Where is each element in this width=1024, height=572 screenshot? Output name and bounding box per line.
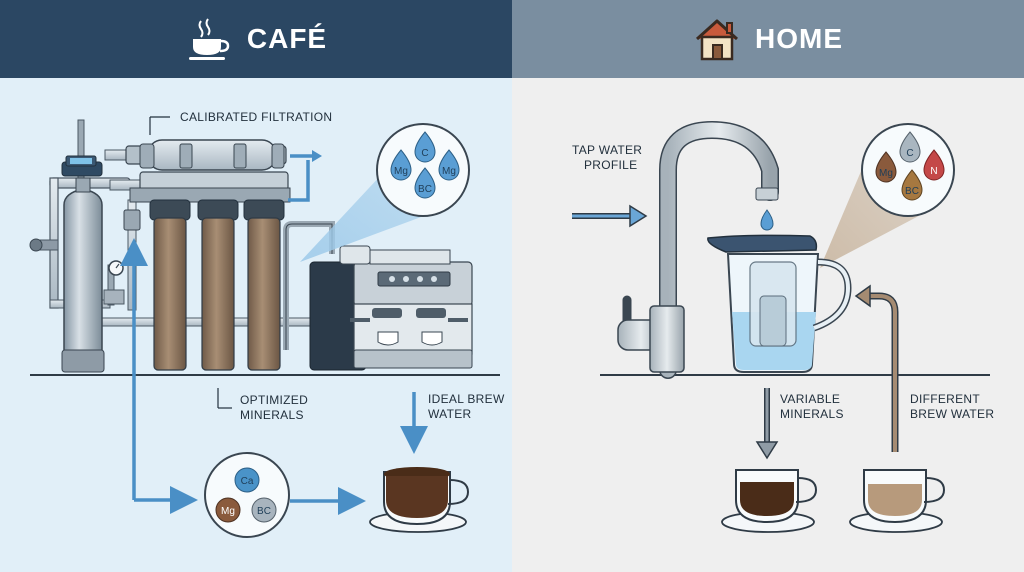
home-bubble-ion: N xyxy=(930,166,937,177)
label-ideal-brew-1: IDEAL BREW xyxy=(428,392,505,406)
label-tap-water-2: PROFILE xyxy=(584,158,637,172)
cafe-mineral-ion: Mg xyxy=(221,506,235,517)
label-variable-minerals-2: MINERALS xyxy=(780,407,844,421)
home-title: HOME xyxy=(755,23,843,54)
espresso-machine xyxy=(309,245,473,371)
label-calibrated-filtration: CALIBRATED FILTRATION xyxy=(180,110,332,124)
home-faucet xyxy=(617,120,779,379)
home-flow-arrows xyxy=(572,204,899,460)
coffee-cup-icon xyxy=(188,18,230,60)
label-optimized-minerals-1: OPTIMIZED xyxy=(240,393,308,407)
home-coffee-cup-light xyxy=(849,469,946,533)
home-bubble-ion: C xyxy=(906,148,913,159)
cafe-machine-pipe xyxy=(285,223,333,350)
label-different-brew-1: DIFFERENT xyxy=(910,392,980,406)
home-header: HOME xyxy=(512,0,1024,78)
cafe-bubble-ion: Mg xyxy=(394,166,408,177)
cafe-bubble-ion: Mg xyxy=(442,166,456,177)
cafe-flow-arrows xyxy=(120,154,428,515)
home-coffee-cup-dark xyxy=(721,469,818,533)
house-icon xyxy=(695,19,739,61)
label-variable-minerals-1: VARIABLE xyxy=(780,392,840,406)
label-ideal-brew-2: WATER xyxy=(428,407,472,421)
cafe-pressure-tank xyxy=(61,155,105,373)
cafe-membrane-housing xyxy=(125,139,291,203)
filter-pitcher xyxy=(707,234,852,373)
cafe-header: CAFÉ xyxy=(0,0,512,78)
cafe-mineral-bubble: C Mg Mg BC xyxy=(376,123,470,217)
cafe-bubble-ion: C xyxy=(421,148,428,159)
cafe-title: CAFÉ xyxy=(246,23,328,54)
label-different-brew-2: BREW WATER xyxy=(910,407,994,421)
home-beam xyxy=(820,150,930,268)
label-optimized-minerals-2: MINERALS xyxy=(240,408,304,422)
label-tap-water-1: TAP WATER xyxy=(572,143,642,157)
cafe-bubble-ion: BC xyxy=(418,184,432,195)
cafe-coffee-cup xyxy=(369,467,470,533)
cafe-filter-cartridges xyxy=(149,199,285,371)
cafe-mineral-ion: Ca xyxy=(241,476,254,487)
cafe-mineral-circle: Ca Mg BC xyxy=(204,452,290,538)
home-bubble-ion: BC xyxy=(905,186,919,197)
cafe-mineral-ion: BC xyxy=(257,506,271,517)
home-bubble-ion: Mg xyxy=(879,168,893,179)
home-mineral-bubble: C Mg N BC xyxy=(861,123,955,217)
